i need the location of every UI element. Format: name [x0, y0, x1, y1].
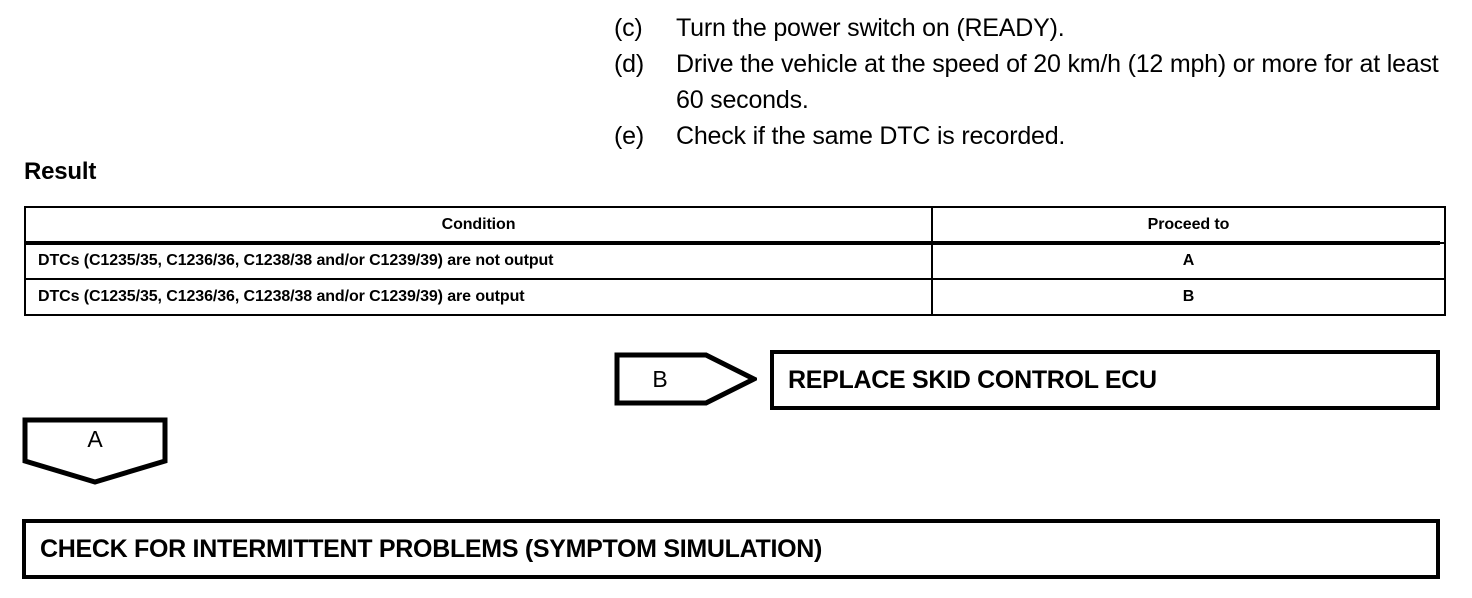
down-pentagon-icon [22, 417, 168, 485]
step-marker: (e) [614, 122, 644, 150]
list-item: (d) Drive the vehicle at the speed of 20… [614, 46, 1454, 118]
procedure-step-list: (c) Turn the power switch on (READY). (d… [614, 10, 1454, 154]
connector-tag-a-label: A [87, 425, 103, 452]
column-header-condition: Condition [24, 206, 933, 244]
step-marker: (d) [614, 50, 644, 78]
connector-tag-a: A [22, 417, 168, 485]
table-row: DTCs (C1235/35, C1236/36, C1238/38 and/o… [24, 278, 1446, 316]
result-heading: Result [24, 158, 97, 185]
cell-condition: DTCs (C1235/35, C1236/36, C1238/38 and/o… [24, 242, 933, 280]
step-text: Turn the power switch on (READY). [676, 14, 1065, 42]
action-box-check-intermittent-problems: CHECK FOR INTERMITTENT PROBLEMS (SYMPTOM… [22, 519, 1440, 579]
result-table: Condition Proceed to DTCs (C1235/35, C12… [24, 206, 1446, 316]
flow-branch-b: B REPLACE SKID CONTROL ECU [614, 350, 1440, 410]
list-item: (e) Check if the same DTC is recorded. [614, 118, 1454, 154]
connector-tag-b-label: B [652, 365, 668, 392]
list-item: (c) Turn the power switch on (READY). [614, 10, 1454, 46]
connector-tag-b: B [614, 352, 757, 406]
step-marker: (c) [614, 14, 643, 42]
cell-proceed-to: A [931, 242, 1446, 280]
cell-condition: DTCs (C1235/35, C1236/36, C1238/38 and/o… [24, 278, 933, 316]
table-header-row: Condition Proceed to [24, 206, 1446, 244]
column-header-proceed-to: Proceed to [931, 206, 1446, 244]
action-box-label: REPLACE SKID CONTROL ECU [788, 365, 1157, 394]
right-pentagon-icon [614, 352, 757, 406]
cell-proceed-to: B [931, 278, 1446, 316]
table-row: DTCs (C1235/35, C1236/36, C1238/38 and/o… [24, 242, 1446, 280]
step-text: Drive the vehicle at the speed of 20 km/… [676, 50, 1439, 114]
action-box-replace-skid-control-ecu: REPLACE SKID CONTROL ECU [770, 350, 1440, 410]
step-text: Check if the same DTC is recorded. [676, 122, 1066, 150]
action-box-label: CHECK FOR INTERMITTENT PROBLEMS (SYMPTOM… [40, 534, 823, 563]
